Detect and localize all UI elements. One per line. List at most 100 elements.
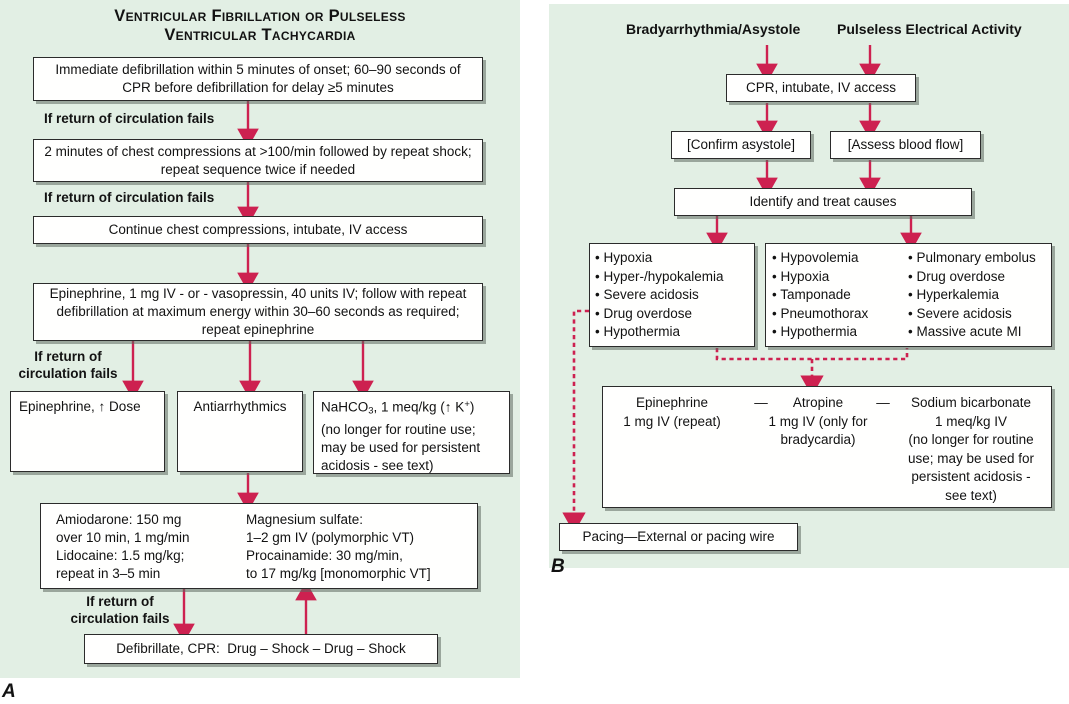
pea-drug-bicarbonate-name: Sodium bicarbonate: [910, 395, 1032, 410]
panel-a-title: Ventricular Fibrillation or Pulseless Ve…: [10, 7, 510, 45]
cause-item: Hyper-/hypokalemia: [595, 268, 749, 287]
cause-text: Drug overdose: [603, 305, 693, 321]
drug-amiodarone-cont: over 10 min, 1 mg/min: [56, 530, 190, 545]
box-antiarrhythmics-text: Antiarrhythmics: [193, 399, 287, 414]
pea-drug-bicarbonate-note2: use; may be used for: [907, 450, 1035, 466]
label-circulation-fails-1: If return of circulation fails: [44, 111, 215, 126]
label-circulation-fails-4: If return of circulation fails: [60, 593, 180, 627]
cause-text: Pulmonary embolus: [916, 250, 1036, 265]
cause-text: Hyperkalemia: [916, 287, 1000, 302]
cause-text: Drug overdose: [916, 268, 1006, 284]
heading-pulseless-electrical-activity: Pulseless Electrical Activity: [837, 21, 1022, 37]
nahco3-subscript: 3: [368, 405, 374, 417]
cause-item: Hypothermia: [595, 323, 749, 342]
cause-item: Drug overdose: [908, 268, 1036, 287]
box-identify-treat-causes-text: Identify and treat causes: [749, 194, 897, 210]
box-nahco3-line2: (no longer for routine use;: [321, 421, 476, 437]
panel-a-label: A: [2, 681, 16, 702]
drug-lidocaine-cont: repeat in 3–5 min: [56, 566, 161, 581]
panel-a-title-line1: Ventricular Fibrillation or Pulseless: [114, 7, 406, 25]
box-pacing: Pacing—External or pacing wire: [559, 523, 798, 551]
box-confirm-asystole-text: [Confirm asystole]: [686, 137, 796, 153]
cause-text: Pneumothorax: [780, 305, 869, 321]
cause-text: Severe acidosis: [603, 287, 699, 302]
cause-item: Hypovolemia: [772, 249, 908, 268]
cause-text: Hypothermia: [603, 324, 681, 339]
panel-b-label: B: [551, 556, 565, 577]
cause-item: Hypothermia: [772, 323, 908, 342]
cause-text: Hypoxia: [603, 250, 653, 265]
box-nahco3-line4: acidosis - see text): [321, 457, 434, 473]
cause-item: Tamponade: [772, 286, 908, 305]
box-immediate-defibrillation-text: Immediate defibrillation within 5 minute…: [55, 62, 461, 95]
pea-drug-epinephrine-dose: 1 mg IV (repeat): [623, 413, 721, 429]
box-pea-causes: Hypovolemia Hypoxia Tamponade Pneumothor…: [765, 243, 1052, 347]
box-continue-compressions-text: Continue chest compressions, intubate, I…: [108, 222, 408, 238]
cause-text: Tamponade: [780, 287, 851, 302]
panel-a-title-line2: Ventricular Tachycardia: [164, 26, 356, 44]
box-pea-drugs: Epinephrine 1 mg IV (repeat) — Atropine …: [602, 386, 1052, 508]
pea-drug-epinephrine-name: Epinephrine: [635, 395, 709, 410]
cause-text: Hypovolemia: [780, 250, 859, 265]
cause-item: Hypoxia: [772, 268, 908, 287]
box-identify-treat-causes: Identify and treat causes: [674, 188, 972, 216]
pea-drug-bicarbonate-dose: 1 meq/kg IV: [934, 413, 1008, 429]
pea-causes-column-2: Pulmonary embolus Drug overdose Hyperkal…: [908, 249, 1036, 346]
box-asystole-causes: Hypoxia Hyper-/hypokalemia Severe acidos…: [589, 243, 755, 347]
pea-drug-atropine-name: Atropine: [792, 395, 844, 410]
drug-lidocaine: Lidocaine: 1.5 mg/kg;: [56, 548, 185, 563]
label-circulation-fails-3-line2: circulation fails: [18, 366, 118, 381]
cause-item: Severe acidosis: [908, 305, 1036, 324]
cause-text: Hypothermia: [780, 324, 858, 339]
label-circulation-fails-4-line1: If return of: [86, 594, 154, 609]
drug-procainamide: Procainamide: 30 mg/min,: [246, 548, 403, 563]
pea-drug-bicarbonate-note1: (no longer for routine: [908, 432, 1034, 447]
box-epinephrine-vasopressin-text: Epinephrine, 1 mg IV - or - vasopressin,…: [49, 286, 467, 337]
label-circulation-fails-4-line2: circulation fails: [70, 611, 170, 626]
drug-magnesium: Magnesium sulfate:: [246, 512, 364, 527]
box-confirm-asystole: [Confirm asystole]: [671, 131, 811, 159]
box-assess-blood-flow-text: [Assess blood flow]: [847, 137, 964, 153]
pea-drug-atropine-dose: 1 mg IV (only for: [768, 413, 868, 429]
cause-item: Severe acidosis: [595, 286, 749, 305]
heading-bradyarrhythmia-asystole: Bradyarrhythmia/Asystole: [626, 21, 801, 37]
box-epinephrine-dose: Epinephrine, ↑ Dose: [10, 391, 165, 472]
box-immediate-defibrillation: Immediate defibrillation within 5 minute…: [33, 57, 483, 101]
label-circulation-fails-3-line1: If return of: [34, 349, 102, 364]
cause-text: Hypoxia: [780, 268, 830, 284]
potassium-superscript: +: [464, 399, 470, 410]
pea-drug-bicarbonate: Sodium bicarbonate 1 meq/kg IV (no longe…: [891, 394, 1051, 505]
drug-magnesium-cont: 1–2 gm IV (polymorphic VT): [246, 530, 415, 545]
nahco3-formula: NaHCO: [321, 399, 369, 415]
box-nahco3-line3: may be used for persistent: [321, 439, 481, 455]
box-continue-compressions: Continue chest compressions, intubate, I…: [33, 216, 483, 244]
drug-separator-1: —: [754, 395, 768, 410]
box-antiarrhythmic-drugs: Amiodarone: 150 mg over 10 min, 1 mg/min…: [40, 503, 478, 589]
box-assess-blood-flow: [Assess blood flow]: [830, 131, 981, 159]
box-antiarrhythmics: Antiarrhythmics: [177, 391, 303, 472]
cause-item: Massive acute MI: [908, 323, 1036, 342]
box-pacing-text: Pacing—External or pacing wire: [582, 529, 775, 545]
pea-drug-epinephrine: Epinephrine 1 mg IV (repeat): [607, 394, 737, 431]
label-circulation-fails-3: If return of circulation fails: [8, 348, 128, 382]
nahco3-dose: , 1 meq/kg (↑ K: [373, 399, 465, 415]
cause-text: Hyper-/hypokalemia: [603, 268, 724, 284]
box-nahco3-line1: NaHCO3, 1 meq/kg (↑ K+): [321, 396, 502, 421]
cause-item: Pulmonary embolus: [908, 249, 1036, 268]
cause-item: Hypoxia: [595, 249, 749, 268]
pea-drug-atropine: Atropine 1 mg IV (only for bradycardia): [763, 394, 873, 450]
pea-drug-atropine-dose-cont: bradycardia): [780, 432, 856, 447]
pea-drug-bicarbonate-note4: see text): [945, 487, 997, 503]
antiarrhythmic-drugs-right-column: Magnesium sulfate: 1–2 gm IV (polymorphi…: [246, 511, 431, 588]
box-defibrillate-cycle: Defibrillate, CPR: Drug – Shock – Drug –…: [84, 634, 438, 664]
pea-causes-column-1: Hypovolemia Hypoxia Tamponade Pneumothor…: [772, 249, 908, 346]
pea-drug-bicarbonate-note3: persistent acidosis -: [911, 469, 1031, 484]
box-epinephrine-vasopressin: Epinephrine, 1 mg IV - or - vasopressin,…: [33, 283, 483, 341]
cause-item: Drug overdose: [595, 305, 749, 324]
label-circulation-fails-2: If return of circulation fails: [44, 190, 215, 205]
antiarrhythmic-drugs-left-column: Amiodarone: 150 mg over 10 min, 1 mg/min…: [56, 511, 246, 588]
box-epinephrine-dose-text: Epinephrine, ↑ Dose: [19, 399, 141, 414]
cause-text: Massive acute MI: [916, 324, 1022, 339]
box-cpr-intubate-text: CPR, intubate, IV access: [745, 80, 897, 96]
